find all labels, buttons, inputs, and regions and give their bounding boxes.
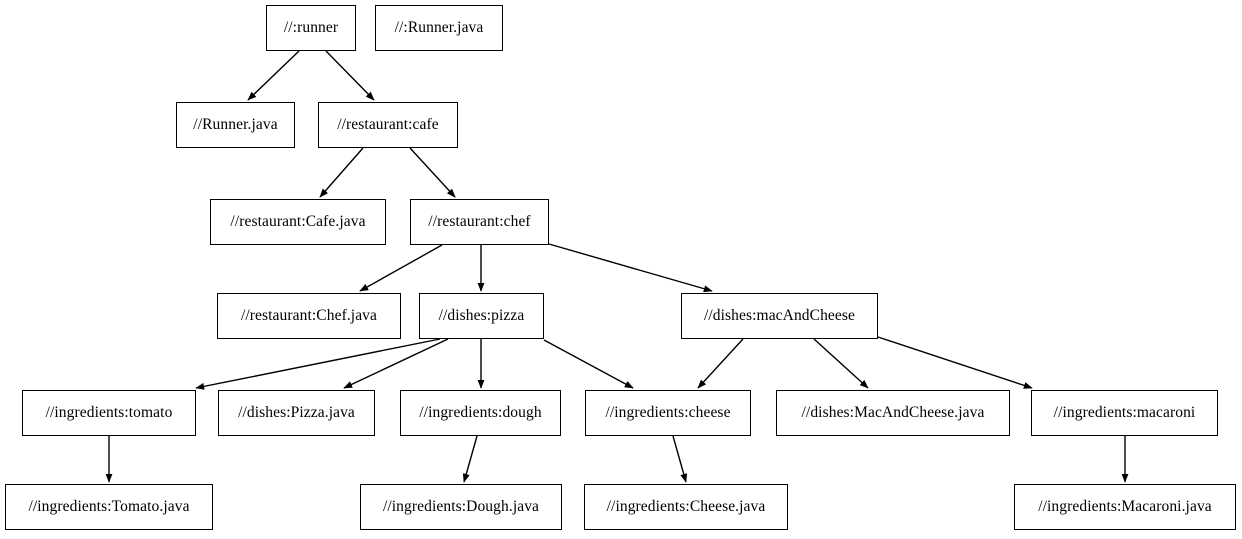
- graph-node-label: //ingredients:dough: [419, 404, 542, 422]
- graph-node-chef_java[interactable]: //restaurant:Chef.java: [217, 293, 401, 339]
- graph-node-pizza[interactable]: //dishes:pizza: [419, 293, 544, 339]
- graph-node-label: //ingredients:tomato: [45, 404, 173, 422]
- graph-node-label: //ingredients:macaroni: [1053, 404, 1196, 422]
- graph-node-label: //ingredients:cheese: [605, 404, 731, 422]
- graph-node-label: //:runner: [283, 19, 339, 37]
- graph-node-label: //:Runner.java: [394, 19, 484, 37]
- graph-node-cheese[interactable]: //ingredients:cheese: [585, 390, 751, 436]
- graph-node-label: //restaurant:cafe: [337, 116, 439, 134]
- graph-node-label: //Runner.java: [193, 116, 278, 134]
- graph-node-label: //ingredients:Macaroni.java: [1038, 498, 1212, 516]
- graph-node-root_runner_java[interactable]: //:Runner.java: [375, 5, 503, 51]
- graph-node-runner_java[interactable]: //Runner.java: [176, 102, 295, 148]
- graph-node-macaroni[interactable]: //ingredients:macaroni: [1031, 390, 1218, 436]
- graph-node-cafe[interactable]: //restaurant:cafe: [318, 102, 458, 148]
- graph-node-label: //ingredients:Cheese.java: [606, 498, 766, 516]
- graph-node-label: //restaurant:chef: [428, 213, 531, 231]
- graph-node-cheese_java[interactable]: //ingredients:Cheese.java: [584, 484, 788, 530]
- graph-node-dough_java[interactable]: //ingredients:Dough.java: [360, 484, 562, 530]
- graph-node-label: //dishes:macAndCheese: [703, 307, 856, 325]
- graph-node-cafe_java[interactable]: //restaurant:Cafe.java: [210, 199, 386, 245]
- graph-node-mac_java[interactable]: //dishes:MacAndCheese.java: [776, 390, 1010, 436]
- graph-node-label: //dishes:Pizza.java: [238, 404, 355, 422]
- graph-node-dough[interactable]: //ingredients:dough: [400, 390, 561, 436]
- graph-node-chef[interactable]: //restaurant:chef: [410, 199, 549, 245]
- graph-node-label: //dishes:pizza: [438, 307, 525, 325]
- graph-node-mac_and_cheese[interactable]: //dishes:macAndCheese: [681, 293, 878, 339]
- graph-node-runner[interactable]: //:runner: [266, 5, 356, 51]
- graph-node-tomato_java[interactable]: //ingredients:Tomato.java: [5, 484, 213, 530]
- graph-node-label: //restaurant:Chef.java: [240, 307, 378, 325]
- graph-node-label: //dishes:MacAndCheese.java: [801, 404, 985, 422]
- graph-node-pizza_java[interactable]: //dishes:Pizza.java: [218, 390, 375, 436]
- graph-node-label: //restaurant:Cafe.java: [230, 213, 366, 231]
- graph-node-macaroni_java[interactable]: //ingredients:Macaroni.java: [1014, 484, 1236, 530]
- graph-node-label: //ingredients:Tomato.java: [28, 498, 190, 516]
- graph-node-label: //ingredients:Dough.java: [382, 498, 540, 516]
- graph-node-tomato[interactable]: //ingredients:tomato: [22, 390, 196, 436]
